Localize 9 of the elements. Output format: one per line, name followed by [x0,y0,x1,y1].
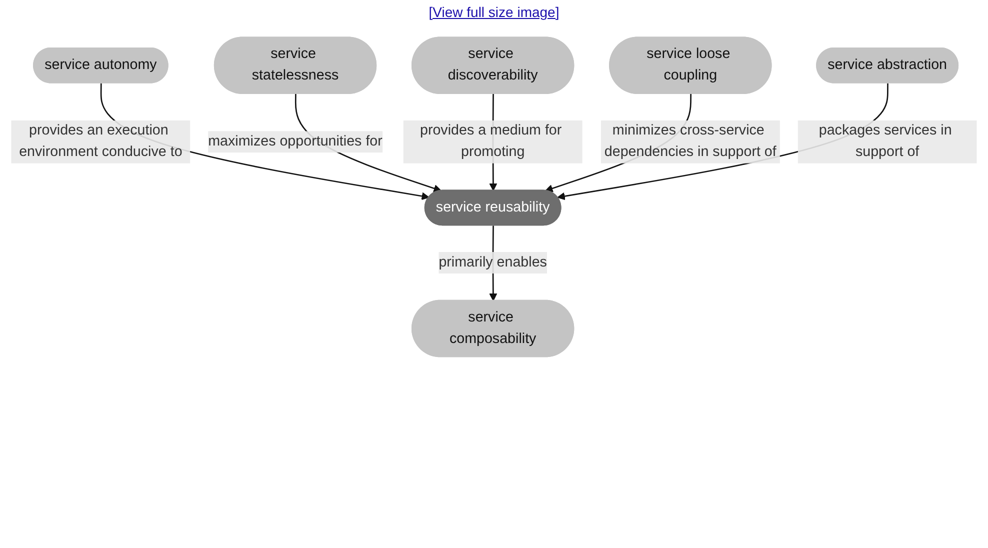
arrow [100,83,430,200]
edge-label: maximizes opportunities for [208,134,382,150]
view-image-link: [View full size image] [428,4,560,20]
edge-label: packages services in support of [818,123,952,160]
edge-label: provides a medium for promoting [420,123,562,160]
arrow [557,83,888,200]
edge-label: minimizes cross-service dependencies in support of [604,123,776,160]
edge-label: primarily enables [438,254,547,270]
edge-label: provides an execution environment conducive to [19,123,182,160]
